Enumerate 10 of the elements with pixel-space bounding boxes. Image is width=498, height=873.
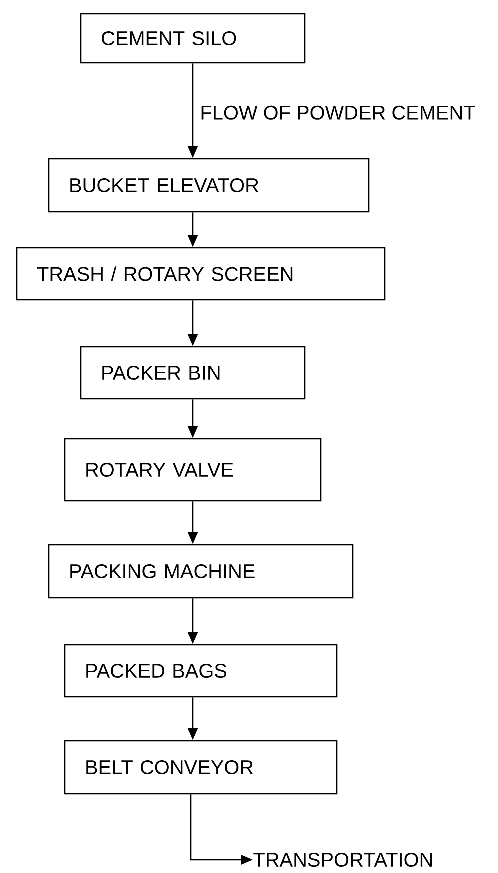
process-box: PACKER BIN (80, 346, 306, 400)
process-box: PACKING MACHINE (48, 544, 354, 599)
process-box: CEMENT SILO (80, 13, 306, 64)
process-box: BUCKET ELEVATOR (48, 158, 370, 213)
process-box: BELT CONVEYOR (64, 740, 338, 795)
edge-label: FLOW OF POWDER CEMENT (199, 104, 477, 121)
process-box: TRASH / ROTARY SCREEN (16, 247, 386, 301)
process-box: PACKED BAGS (64, 644, 338, 698)
output-text: TRANSPORTATION (254, 852, 432, 868)
process-box: ROTARY VALVE (64, 438, 322, 502)
